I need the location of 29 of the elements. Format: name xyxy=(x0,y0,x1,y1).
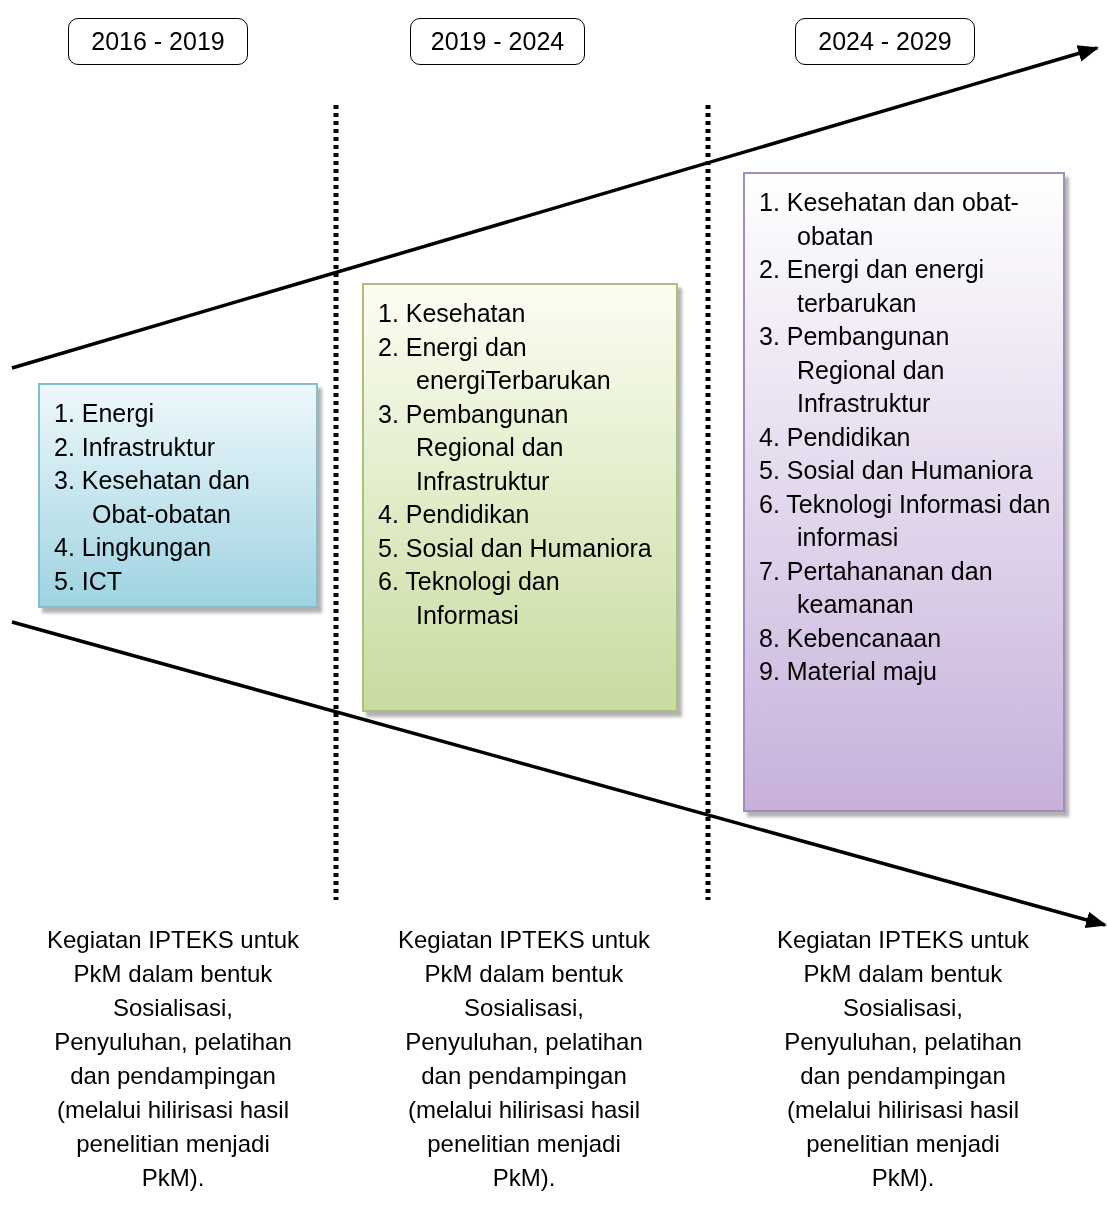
period-box: 2016 - 2019 xyxy=(68,18,248,65)
activity-description: Kegiatan IPTEKS untuk PkM dalam bentuk Sosialisasi, Penyuluhan, pelatihan dan pendampingan (melalui hilirisasi hasil penelitian menjadi PkM). xyxy=(775,925,1031,1193)
list-item: 1. Kesehatan dan obat-obatan xyxy=(758,187,1020,252)
list-item: 2. Infrastruktur xyxy=(53,431,217,463)
list-item: 5. Sosial dan Humaniora xyxy=(377,532,653,564)
list-item: 2. Energi dan energi terbarukan xyxy=(758,254,986,319)
list-item: 9. Material maju xyxy=(758,656,938,687)
list-item: 6. Teknologi Informasi dan informasi xyxy=(758,488,1052,553)
list-item: 4. Pendidikan xyxy=(758,421,912,453)
topic-list-panel xyxy=(743,172,1065,812)
topic-list-panel xyxy=(38,383,318,608)
list-item: 1. Energi xyxy=(53,398,156,429)
topic-list-panel xyxy=(362,283,678,712)
list-item: 3. Pembangunan Regional dan Infrastruktur xyxy=(377,398,570,497)
list-item: 8. Kebencanaan xyxy=(758,622,943,654)
list-item: 4. Lingkungan xyxy=(53,532,213,563)
list-item: 5. ICT xyxy=(53,565,124,597)
activity-description: Kegiatan IPTEKS untuk PkM dalam bentuk Sosialisasi, Penyuluhan, pelatihan dan pendampingan (melalui hilirisasi hasil penelitian menjadi PkM). xyxy=(396,925,652,1193)
list-item: 3. Kesehatan dan Obat-obatan xyxy=(53,465,251,530)
list-item: 2. Energi dan energiTerbarukan xyxy=(377,331,612,396)
list-item: 1. Kesehatan xyxy=(377,298,527,329)
list-item: 5. Sosial dan Humaniora xyxy=(758,455,1034,486)
list-item: 4. Pendidikan xyxy=(377,499,531,530)
list-item: 3. Pembangunan Regional dan Infrastruktur xyxy=(758,321,951,419)
list-item: 6. Teknologi dan Informasi xyxy=(377,566,561,631)
period-box: 2019 - 2024 xyxy=(410,18,585,65)
list-item: 7. Pertahananan dan keamanan xyxy=(758,555,994,620)
period-box: 2024 - 2029 xyxy=(795,18,975,65)
activity-description: Kegiatan IPTEKS untuk PkM dalam bentuk Sosialisasi, Penyuluhan, pelatihan dan pendampingan (melalui hilirisasi hasil penelitian menjadi PkM). xyxy=(45,925,301,1193)
